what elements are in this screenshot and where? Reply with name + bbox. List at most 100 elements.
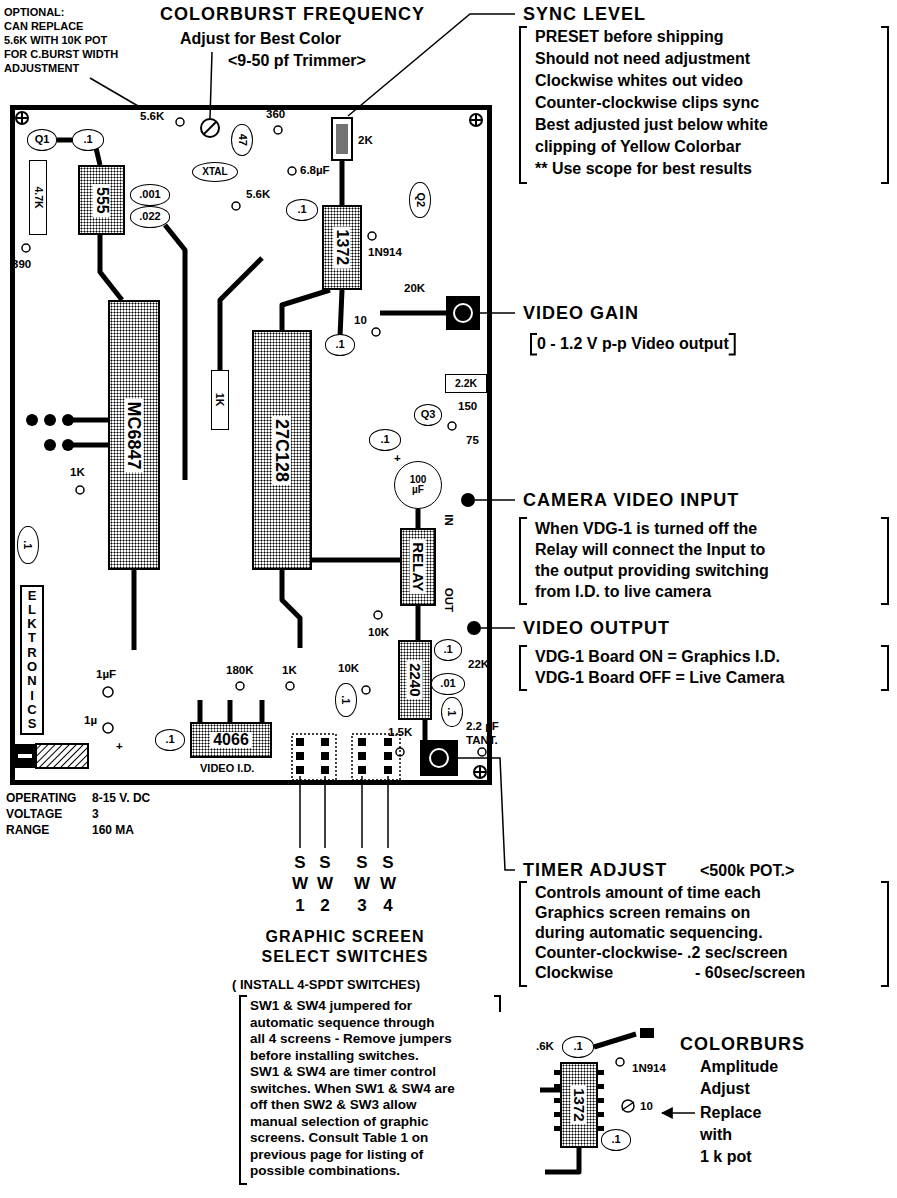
- label-box: 390: [12, 258, 31, 271]
- component-text: Q2: [414, 193, 426, 208]
- component-text: MC6847: [125, 398, 144, 472]
- label-box: 8-15 V. DC: [92, 792, 150, 806]
- leader-line: [480, 312, 515, 314]
- callout-text: from I.D. to live camera: [535, 583, 711, 601]
- label-box: COLORBURS: [680, 1034, 805, 1055]
- component-value: 75: [466, 434, 479, 447]
- component-oval: .1: [434, 639, 462, 660]
- timer-pot: [430, 749, 448, 767]
- ic-chip: 1372: [322, 205, 362, 290]
- instruction-text: automatic sequence through: [250, 1015, 435, 1031]
- label-box: manual selection of graphic: [250, 1114, 429, 1130]
- component-lead: [448, 422, 456, 430]
- label-box: 1K: [70, 466, 85, 479]
- component-oval: .1: [369, 429, 401, 450]
- component-text: RELAY: [410, 539, 426, 594]
- component-value: 6.8µF: [300, 164, 330, 177]
- label-box: When VDG-1 is turned off the: [535, 520, 757, 538]
- solder-pad: [44, 414, 56, 426]
- pcb-trace: [165, 225, 185, 480]
- component-text: .01: [440, 678, 455, 690]
- leader-line: [90, 78, 138, 106]
- ic-chip: RELAY: [400, 528, 436, 606]
- solder-pad: [640, 1028, 654, 1038]
- component-text: .1: [443, 644, 452, 656]
- label-box: +: [394, 452, 401, 465]
- component-value: 1.5K: [388, 726, 412, 739]
- component-oval: 100 µF: [394, 461, 442, 509]
- callout-text: - 60sec/screen: [695, 964, 805, 982]
- component-value: 2.2 µF: [466, 720, 499, 733]
- component-oval: Q2: [409, 182, 430, 218]
- label-box: OPTIONAL:: [4, 6, 65, 19]
- component-value: 20K: [404, 282, 425, 295]
- ic-chip: 27C128: [252, 330, 312, 570]
- label-box: SELECT SWITCHES: [345, 948, 512, 966]
- label-box: 1µF: [96, 668, 116, 681]
- label-box: 10: [640, 1100, 653, 1113]
- label-box: Best adjusted just below white: [535, 116, 768, 134]
- component-value: 5.6K: [140, 110, 164, 123]
- component-value: 10: [640, 1100, 653, 1113]
- component-oval: .1: [601, 1129, 631, 1150]
- label-box: FOR C.BURST WIDTH: [4, 48, 118, 61]
- component-text: .1: [335, 339, 344, 351]
- pcb-trace: [100, 235, 122, 300]
- label-box: OPERATING: [6, 792, 76, 806]
- component-text: 4066: [210, 732, 252, 749]
- label-box: 1K: [282, 664, 297, 677]
- leader-line: [299, 776, 301, 848]
- pcb-trace: [416, 509, 421, 528]
- sync-trimpot: [332, 118, 352, 160]
- note-text: 5.6K WITH 10K POT: [4, 34, 107, 47]
- label-box: 2K: [358, 134, 373, 147]
- label-box: 5.6K: [246, 188, 270, 201]
- gain-pot: [446, 296, 480, 330]
- solder-pad: [461, 493, 475, 507]
- switch-pads: [321, 752, 329, 760]
- component-value: 2K: [358, 134, 373, 147]
- component-oval: .01: [431, 673, 465, 694]
- component-value: 1N914: [368, 246, 402, 259]
- label-box: Counter-clockwise clips sync: [535, 94, 759, 112]
- spec-text: 8-15 V. DC: [92, 792, 150, 806]
- component-value: 5.6K: [246, 188, 270, 201]
- leader-line: [458, 758, 515, 870]
- resistor-body: 2.2K: [445, 374, 487, 392]
- instruction-text: switches. When SW1 & SW4 are: [250, 1081, 455, 1097]
- label-box: ADJUSTMENT: [4, 62, 79, 75]
- timer-pot: [420, 740, 458, 776]
- leader-line: [324, 776, 326, 848]
- component-text: 1K: [214, 393, 225, 406]
- label-box: - 60sec/screen: [695, 964, 805, 982]
- label-box: GRAPHIC SCREEN: [345, 928, 504, 946]
- label-box: SW4: [380, 852, 397, 916]
- switch-pads: [296, 738, 304, 746]
- component-lead: [374, 611, 382, 619]
- callout-text: Best adjusted just below white: [535, 116, 768, 134]
- label-box: 5.6K WITH 10K POT: [4, 34, 107, 47]
- component-lead: [288, 167, 296, 175]
- callout-text: Graphics screen remains on: [535, 904, 750, 922]
- component-value: 360: [266, 108, 285, 121]
- ic-chip: MC6847: [108, 300, 160, 570]
- section-heading: SELECT SWITCHES: [261, 948, 428, 966]
- text-bracket: [520, 27, 888, 183]
- label-box: 75: [466, 434, 479, 447]
- component-value: 390: [12, 258, 31, 271]
- note-text: OPTIONAL:: [4, 6, 65, 19]
- component-value: 1K: [282, 664, 297, 677]
- instruction-text: before installing switches.: [250, 1048, 419, 1064]
- text-bracket: [520, 646, 888, 690]
- leader-line: [361, 776, 363, 848]
- text-bracket: [520, 518, 888, 604]
- component-value: 150: [458, 400, 477, 413]
- label-box: TIMER ADJUST: [523, 860, 667, 881]
- label-box: all 4 screens - Remove jumpers: [250, 1031, 452, 1047]
- label-box: Replace: [700, 1104, 761, 1122]
- callout-text: Counter-clockwise clips sync: [535, 94, 759, 112]
- label-box: VDG-1 Board OFF = Live Camera: [535, 669, 784, 687]
- label-box: 10K: [368, 626, 389, 639]
- component-text: Q1: [35, 134, 50, 146]
- switch-pads: [321, 738, 329, 746]
